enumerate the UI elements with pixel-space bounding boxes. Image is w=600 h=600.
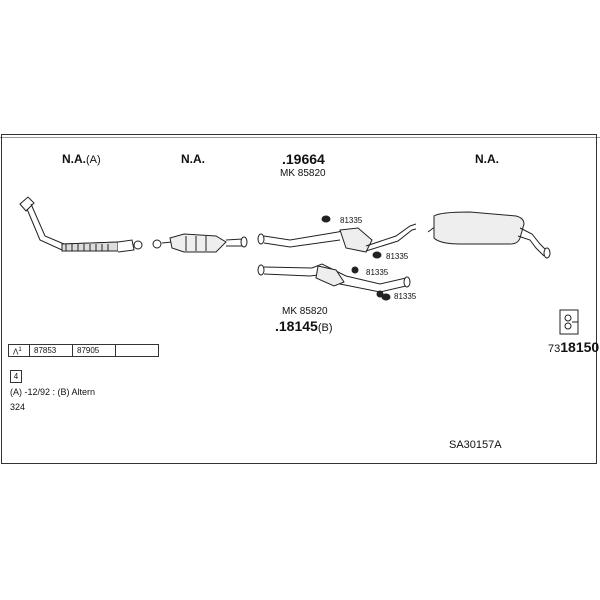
note-line-2: 324 bbox=[10, 402, 26, 412]
ref-marker: Λ1 bbox=[9, 345, 30, 357]
reference-row: Λ1 87853 87905 bbox=[8, 344, 159, 357]
code-mk85820-bottom: MK 85820 bbox=[282, 306, 328, 317]
top-rule bbox=[0, 137, 600, 138]
ref-item-1: 87853 bbox=[30, 345, 73, 356]
diagram-id: SA30157A bbox=[449, 439, 502, 451]
clamp-label-3: 81335 bbox=[366, 268, 389, 277]
center-pipe-lower-icon bbox=[257, 251, 411, 301]
mounting-number: 7318150 bbox=[548, 339, 600, 355]
label-col2: N.A. bbox=[181, 152, 205, 166]
note-box: 4 bbox=[10, 370, 22, 383]
ref-item-2: 87905 bbox=[73, 345, 116, 356]
code-mk85820-top: MK 85820 bbox=[280, 168, 326, 179]
front-pipe-icon bbox=[19, 196, 143, 253]
note-line-1: (A) -12/92 : (B) Altern bbox=[10, 387, 96, 397]
diagram-frame bbox=[1, 134, 597, 464]
part-number-19664: .19664 bbox=[282, 151, 325, 167]
rear-muffler-icon bbox=[427, 211, 551, 259]
part-number-18145: .18145(B) bbox=[275, 318, 333, 334]
center-pipe-upper-icon bbox=[257, 215, 417, 253]
mounting-icon bbox=[559, 309, 579, 335]
clamp-label-2: 81335 bbox=[386, 252, 409, 261]
label-col1: N.A.(A) bbox=[62, 152, 101, 166]
label-col4: N.A. bbox=[475, 152, 499, 166]
clamp-label-1: 81335 bbox=[340, 216, 363, 225]
clamp-label-4: 81335 bbox=[394, 292, 417, 301]
catalytic-converter-icon bbox=[152, 233, 248, 253]
